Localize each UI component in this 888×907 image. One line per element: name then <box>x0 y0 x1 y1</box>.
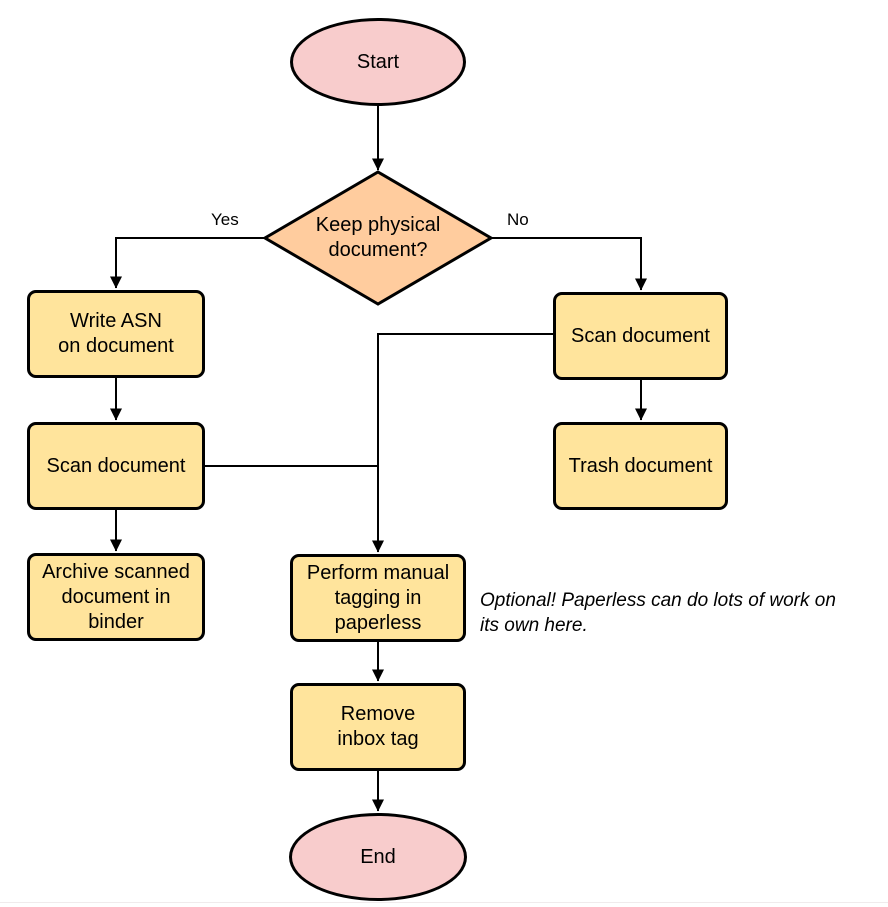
node-scan-document-right: Scan document <box>553 292 728 380</box>
edge-decision-no-to-scan-right <box>491 237 647 291</box>
edge-label-no: No <box>507 210 529 229</box>
decision-diamond-shape <box>262 170 494 306</box>
node-start: Start <box>290 18 466 106</box>
optional-paperless-note: Optional! Paperless can do lots of work … <box>480 590 836 636</box>
node-perform-manual-tagging-in-paperless: Perform manual tagging in paperless <box>290 554 466 642</box>
node-write-asn-on-document: Write ASN on document <box>27 290 205 378</box>
bottom-hairline-divider <box>0 902 888 903</box>
edge-label-yes: Yes <box>211 210 239 229</box>
node-end: End <box>289 813 467 901</box>
node-remove-inbox-tag: Remove inbox tag <box>290 683 466 771</box>
node-archive-scanned-document-in-binder: Archive scanned document in binder <box>27 553 205 641</box>
edge-decision-yes-to-write-asn <box>110 237 265 289</box>
node-scan-document-left: Scan document <box>27 422 205 510</box>
node-decision-keep-physical-document: Keep physical document? <box>315 214 441 261</box>
edge-scan-right-to-perform-tagging <box>372 333 553 553</box>
node-trash-document: Trash document <box>553 422 728 510</box>
